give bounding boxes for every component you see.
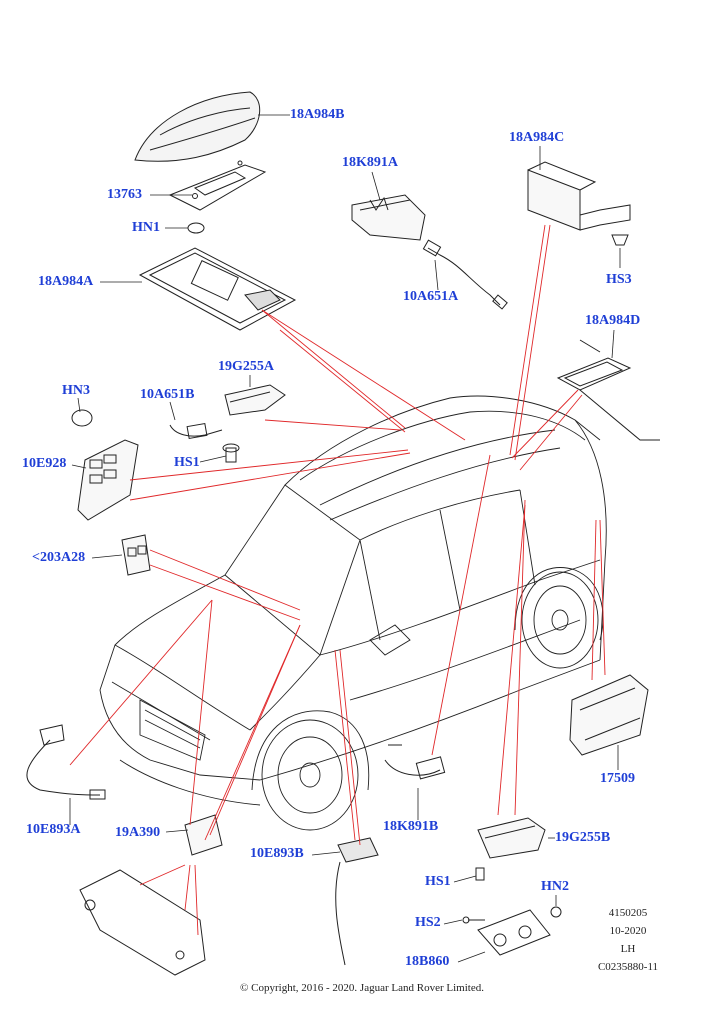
reference-id: C0235880-11 bbox=[597, 961, 659, 973]
callout-hn1[interactable]: HN1 bbox=[132, 220, 160, 235]
callout-18k891a[interactable]: 18K891A bbox=[342, 155, 398, 170]
reference-code: 4150205 bbox=[608, 907, 648, 919]
callout-17509[interactable]: 17509 bbox=[600, 771, 635, 786]
callout-203a28[interactable]: <203A28 bbox=[32, 550, 86, 565]
callout-13763[interactable]: 13763 bbox=[107, 187, 142, 202]
callout-hs2[interactable]: HS2 bbox=[415, 915, 441, 930]
callout-19a390[interactable]: 19A390 bbox=[115, 825, 161, 840]
callout-hs1-lower[interactable]: HS1 bbox=[425, 874, 451, 889]
callout-hn3[interactable]: HN3 bbox=[62, 383, 90, 398]
callout-10e893b[interactable]: 10E893B bbox=[250, 846, 304, 861]
callout-10a651a[interactable]: 10A651A bbox=[403, 289, 459, 304]
copyright-notice: © Copyright, 2016 - 2020. Jaguar Land Ro… bbox=[240, 982, 484, 994]
reference-side: LH bbox=[620, 943, 636, 955]
callout-18b860[interactable]: 18B860 bbox=[405, 954, 450, 969]
callout-18a984a[interactable]: 18A984A bbox=[38, 274, 94, 289]
callout-19g255a[interactable]: 19G255A bbox=[218, 359, 274, 374]
leader-lines bbox=[69, 224, 606, 936]
callout-hn2[interactable]: HN2 bbox=[541, 879, 569, 894]
callout-10a651b[interactable]: 10A651B bbox=[140, 387, 195, 402]
callout-19g255b[interactable]: 19G255B bbox=[555, 830, 611, 845]
vehicle-outline bbox=[99, 395, 607, 831]
callout-hs1-upper[interactable]: HS1 bbox=[174, 455, 200, 470]
callout-18a984d[interactable]: 18A984D bbox=[585, 313, 641, 328]
callout-18a984c[interactable]: 18A984C bbox=[509, 130, 565, 145]
callout-18a984b[interactable]: 18A984B bbox=[290, 107, 345, 122]
callout-18k891b[interactable]: 18K891B bbox=[383, 819, 439, 834]
reference-date: 10-2020 bbox=[609, 925, 647, 937]
callout-hs3[interactable]: HS3 bbox=[606, 272, 632, 287]
callout-10e928[interactable]: 10E928 bbox=[22, 456, 67, 471]
label-ticks bbox=[69, 114, 621, 963]
callout-10e893a[interactable]: 10E893A bbox=[26, 822, 81, 837]
component-drawings bbox=[26, 91, 660, 976]
